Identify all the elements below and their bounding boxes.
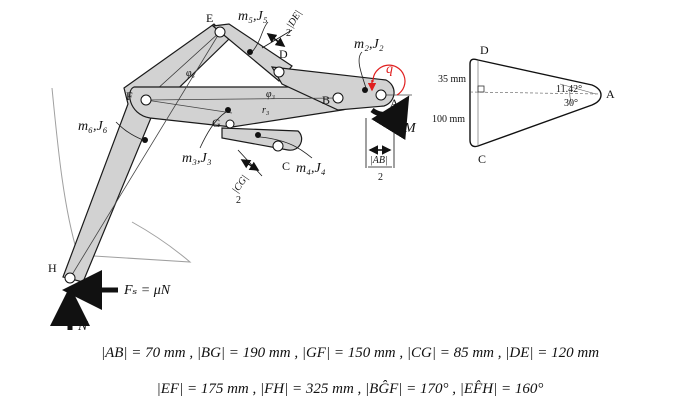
label-m2-j2: m₂,J₂	[354, 37, 384, 52]
label-h: H	[48, 261, 57, 275]
link-4-cg	[221, 127, 303, 151]
detail-angle-line	[559, 83, 597, 95]
leader-m6	[115, 121, 144, 141]
q-angle-arc	[372, 64, 406, 96]
label-moment: M	[403, 121, 417, 136]
fb-line	[145, 97, 339, 101]
dim-de-arrow	[266, 33, 278, 43]
label-m5-j5: m₅,J₅	[238, 9, 268, 24]
label-g: G	[212, 116, 221, 130]
joint-b	[332, 92, 344, 104]
label-f: F	[126, 89, 133, 103]
joint-a	[375, 89, 387, 101]
cm-5	[247, 49, 253, 55]
leader-m2	[358, 51, 367, 89]
joint-f	[140, 94, 152, 106]
leader-m3	[199, 111, 227, 149]
label-cg-den: 2	[236, 195, 241, 206]
joint-d	[273, 66, 285, 78]
label-e: E	[206, 11, 213, 25]
label-c: C	[282, 159, 290, 173]
detail-dim-35: 35 mm	[438, 74, 466, 85]
eh-line	[69, 31, 221, 279]
label-ab-den: 2	[378, 172, 383, 183]
label-cg-num: |CG|	[230, 173, 250, 195]
fg-line	[145, 99, 233, 114]
joint-e	[214, 26, 226, 38]
label-m4-j4: m₄,J₄	[296, 161, 326, 176]
cm-6	[142, 137, 148, 143]
label-phi3: φ₃	[266, 89, 276, 100]
label-a: A	[390, 96, 399, 110]
leader-m4	[259, 136, 313, 159]
label-b: B	[322, 93, 330, 107]
joint-g	[225, 119, 235, 129]
dimension-equations-line-2: |EF| = 175 mm , |FH| = 325 mm , |BĜF| = …	[156, 381, 544, 397]
joint-h	[64, 272, 76, 284]
detail-label-d: D	[480, 43, 489, 57]
label-ab-num: |AB|	[370, 155, 388, 166]
dim-cg-arrow2	[248, 161, 260, 171]
detail-label-a: A	[606, 87, 615, 101]
label-fs: Fₛ = μN	[123, 283, 171, 298]
detail-label-c: C	[478, 152, 486, 166]
label-m6-j6: m₆,J₆	[78, 119, 108, 134]
detail-dim-100: 100 mm	[432, 114, 465, 125]
label-q: q	[386, 62, 393, 77]
detail-angle-30: 30°	[564, 98, 578, 109]
detail-right-angle	[477, 85, 485, 93]
moment-arc	[370, 95, 410, 141]
label-m3-j3: m₃,J₃	[182, 151, 212, 166]
cm-4	[255, 132, 261, 138]
detail-angle-11: 11.42°	[556, 84, 582, 95]
label-d: D	[279, 47, 288, 61]
cm-2	[362, 87, 368, 93]
label-r3: r₃	[262, 105, 270, 116]
detail-angle-arc	[569, 89, 573, 105]
dim-cg-line	[237, 149, 263, 177]
dim-cg-arrow	[240, 159, 252, 169]
dim-de-arrow2	[274, 37, 286, 47]
label-de-den: 2	[286, 28, 291, 39]
joint-c	[272, 140, 284, 152]
dimension-equations-line-1: |AB| = 70 mm , |BG| = 190 mm , |GF| = 15…	[100, 345, 600, 361]
detail-centerline	[469, 91, 601, 95]
leader-m5	[251, 21, 269, 53]
label-n: N	[77, 319, 88, 334]
detail-link2-shape	[469, 58, 602, 148]
cm-3	[225, 107, 231, 113]
label-phi6: φ₆	[186, 68, 196, 79]
